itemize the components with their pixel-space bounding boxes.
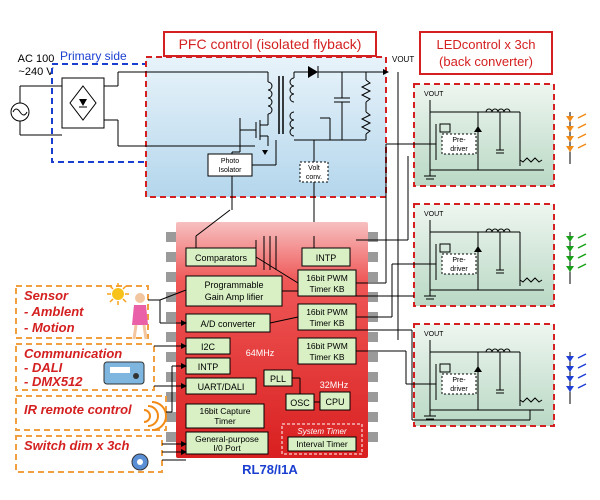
svg-text:Volt: Volt xyxy=(308,165,320,172)
svg-text:Timer KB: Timer KB xyxy=(309,352,344,362)
dimmer-knob-icon xyxy=(131,453,149,471)
led-string-green-icon xyxy=(566,232,587,284)
svg-text:16bit PWM: 16bit PWM xyxy=(306,273,348,283)
svg-text:OSC: OSC xyxy=(290,398,310,408)
volt-conv-box: Volt conv. xyxy=(299,140,329,250)
freq-64mhz-label: 64MHz xyxy=(246,348,275,358)
svg-text:Programmable: Programmable xyxy=(204,280,263,290)
dmx-controller-icon xyxy=(103,361,145,385)
system-timer-group: System Timer Interval Timer xyxy=(281,423,363,455)
svg-text:Gain Amp lifier: Gain Amp lifier xyxy=(205,292,264,302)
svg-text:Switch dim x 3ch: Switch dim x 3ch xyxy=(24,438,130,453)
person-icon xyxy=(132,293,148,340)
svg-text:Photo: Photo xyxy=(221,158,239,165)
i2c-block: I2C xyxy=(185,337,231,355)
svg-text:conv.: conv. xyxy=(306,174,322,181)
pll-block: PLL xyxy=(263,369,293,387)
mcu-internal-wiring xyxy=(195,209,320,403)
svg-text:Pre-: Pre- xyxy=(452,137,466,144)
svg-text:VOUT: VOUT xyxy=(424,91,444,98)
pwm-timer-3-block: 16bit PWM Timer KB xyxy=(297,337,357,365)
pwm-timer-2-block: 16bit PWM Timer KB xyxy=(297,303,357,331)
gpio-block: General-purpose I/0 Port xyxy=(185,431,269,455)
led-title-box: LEDcontrol x 3ch (back converter) xyxy=(419,31,553,75)
svg-text:LEDcontrol x 3ch: LEDcontrol x 3ch xyxy=(437,37,536,52)
pfc-title-box: PFC control (isolated flyback) xyxy=(163,31,377,57)
mcu-name: RL78/I1A xyxy=(242,462,298,477)
svg-text:CPU: CPU xyxy=(325,397,344,407)
svg-text:INTP: INTP xyxy=(316,253,337,263)
svg-text:General-purpose: General-purpose xyxy=(195,434,259,444)
svg-text:VOUT: VOUT xyxy=(424,331,444,338)
svg-text:PFC control (isolated flyback): PFC control (isolated flyback) xyxy=(179,36,362,52)
svg-text:VOUT: VOUT xyxy=(424,211,444,218)
sensor-box: Sensor - Amblent - Motion xyxy=(15,285,149,339)
intp-top-block: INTP xyxy=(301,247,351,267)
pfc-control-box xyxy=(145,56,387,198)
svg-text:Communication: Communication xyxy=(24,346,122,361)
svg-text:Sensor: Sensor xyxy=(24,288,69,303)
svg-text:Timer KB: Timer KB xyxy=(309,284,344,294)
ac-source-icon xyxy=(10,85,62,136)
uart-dali-block: UART/DALI xyxy=(185,377,257,395)
svg-text:Timer: Timer xyxy=(214,416,236,426)
pfc-vout-label: VOUT xyxy=(392,55,414,64)
led-channel-1: VOUT Pre- driver xyxy=(413,83,555,187)
svg-text:driver: driver xyxy=(450,266,468,273)
svg-text:INTP: INTP xyxy=(198,362,219,372)
led-string-orange-icon xyxy=(566,112,587,164)
pfc-circuit xyxy=(117,66,389,210)
svg-text:- DALI: - DALI xyxy=(24,360,63,375)
osc-block: OSC xyxy=(285,393,315,411)
svg-text:PLL: PLL xyxy=(270,374,286,384)
led-channel-3: VOUT Pre- driver xyxy=(413,323,555,427)
svg-text:Pre-: Pre- xyxy=(452,257,466,264)
svg-text:System Timer: System Timer xyxy=(297,427,347,436)
svg-text:driver: driver xyxy=(450,146,468,153)
svg-text:IR remote control: IR remote control xyxy=(24,402,132,417)
led-string-blue-icon xyxy=(566,352,587,404)
svg-text:I/0 Port: I/0 Port xyxy=(213,443,241,453)
svg-text:Pre-: Pre- xyxy=(452,377,466,384)
svg-text:~240 V: ~240 V xyxy=(18,66,54,78)
comparators-block: Comparators xyxy=(185,247,257,267)
intp-left-block: INTP xyxy=(185,357,231,375)
bridge-rectifier-icon xyxy=(61,77,118,129)
svg-text:driver: driver xyxy=(450,386,468,393)
svg-text:16bit Capture: 16bit Capture xyxy=(199,406,250,416)
svg-text:- Amblent: - Amblent xyxy=(24,304,84,319)
svg-text:UART/DALI: UART/DALI xyxy=(198,382,245,392)
svg-text:(back converter): (back converter) xyxy=(439,54,533,69)
svg-text:16bit PWM: 16bit PWM xyxy=(306,307,348,317)
svg-text:- Motion: - Motion xyxy=(24,320,75,335)
freq-32mhz-label: 32MHz xyxy=(320,380,349,390)
adc-block: A/D converter xyxy=(185,313,271,333)
svg-text:Comparators: Comparators xyxy=(195,253,248,263)
photo-isolator-box: Photo Isolator xyxy=(207,140,277,177)
led-channel-2: VOUT Pre- driver xyxy=(413,203,555,307)
pga-block: Programmable Gain Amp lifier xyxy=(185,275,283,307)
svg-text:Interval Timer: Interval Timer xyxy=(296,439,348,449)
capture-timer-block: 16bit Capture Timer xyxy=(185,403,265,429)
svg-text:AC 100: AC 100 xyxy=(18,53,55,65)
ac-input-label: AC 100 ~240 V xyxy=(18,53,55,78)
svg-text:A/D converter: A/D converter xyxy=(200,319,255,329)
svg-text:Primary side: Primary side xyxy=(60,49,127,63)
svg-text:Isolator: Isolator xyxy=(219,167,243,174)
pwm-timer-1-block: 16bit PWM Timer KB xyxy=(297,269,357,297)
peripheral-wiring xyxy=(148,289,187,461)
cpu-block: CPU xyxy=(319,391,351,411)
ir-remote-box: IR remote control xyxy=(15,395,167,431)
svg-text:- DMX512: - DMX512 xyxy=(24,374,83,389)
svg-text:16bit PWM: 16bit PWM xyxy=(306,341,348,351)
pwm-to-led-wiring xyxy=(356,143,531,421)
mcu-pins xyxy=(166,232,378,442)
sun-icon xyxy=(107,283,129,305)
svg-text:Timer KB: Timer KB xyxy=(309,318,344,328)
ir-signal-icon xyxy=(143,401,167,431)
svg-text:I2C: I2C xyxy=(201,342,216,352)
